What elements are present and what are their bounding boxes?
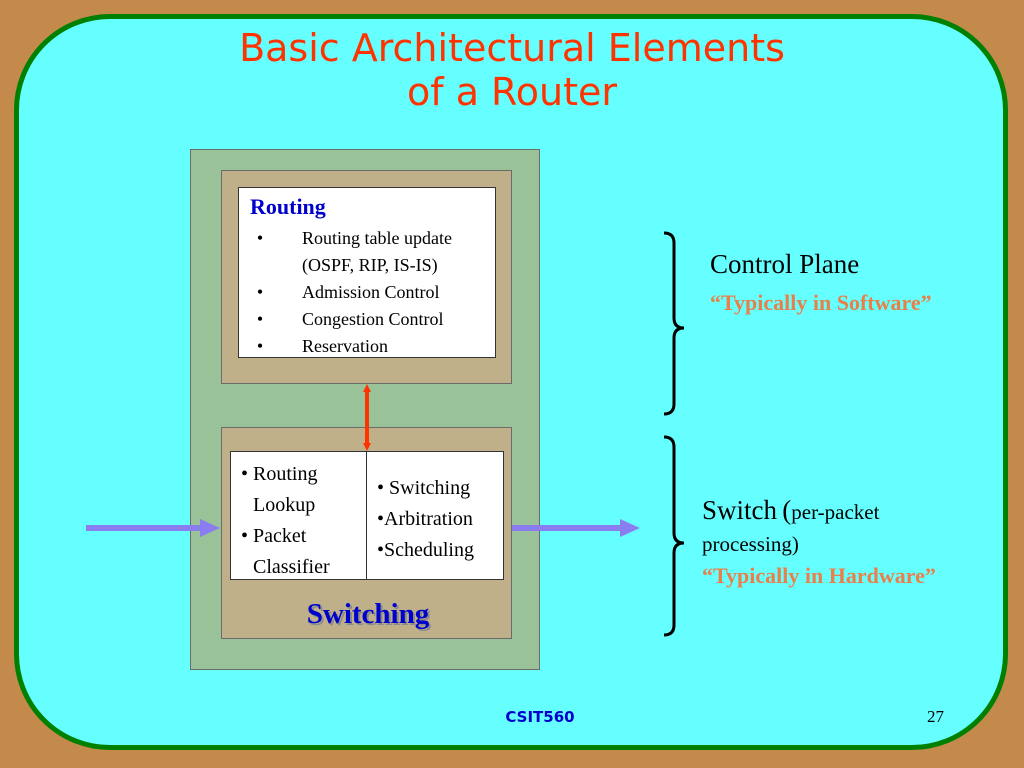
control-plane-brace [663,231,685,416]
lookup-list: • Routing Lookup • Packet Classifier [241,459,330,583]
list-item: (OSPF, RIP, IS-IS) [250,252,490,279]
page-number: 27 [927,707,944,726]
fabric-line: •Arbitration [377,508,473,530]
bullet: • [256,282,264,302]
lookup-line: Classifier [253,556,330,578]
bullet: • [256,309,264,329]
list-item: • Routing table update [250,225,490,252]
control-plane-note: “Typically in Software” [710,290,932,315]
bullet: • [256,228,264,248]
routing-item: Routing table update [302,228,452,248]
switch-paren: ( [782,495,792,525]
input-arrow [86,519,220,537]
switch-plane-note: “Typically in Hardware” [702,563,936,588]
slide-title-line2: of a Router [406,70,617,114]
slide-title-line1: Basic Architectural Elements [239,26,785,70]
switch-detail: per-packet [791,500,880,524]
switch-detail-line2: processing) [702,532,799,556]
list-item: • Admission Control [250,279,490,306]
lookup-line: Lookup [253,494,316,516]
bullet: • [256,336,264,356]
fabric-list: • Switching •Arbitration •Scheduling [377,473,474,566]
control-plane-heading: Control Plane [710,249,860,279]
switch-heading: Switch [702,495,778,525]
routing-item: Admission Control [302,282,440,302]
routing-item: Congestion Control [302,309,444,329]
lookup-line: • Routing [241,463,318,485]
fabric-line: • Switching [377,477,471,499]
panel-divider [366,451,367,580]
switch-description: Switch (per-packet processing) “Typicall… [702,494,936,592]
switching-label: Switching [306,598,430,630]
routing-item: Reservation [302,336,388,356]
routing-heading: Routing [250,194,326,219]
routing-list: • Routing table update (OSPF, RIP, IS-IS)… [250,225,490,360]
list-item: • Reservation [250,333,490,360]
switch-plane-brace [663,435,685,637]
output-arrow [512,519,640,537]
lookup-line: • Packet [241,525,307,547]
footer-course: CSIT560 [505,708,575,726]
switching-panel [230,451,504,580]
routing-item: (OSPF, RIP, IS-IS) [302,255,438,275]
fabric-line: •Scheduling [377,539,474,561]
list-item: • Congestion Control [250,306,490,333]
routing-panel [238,187,496,358]
